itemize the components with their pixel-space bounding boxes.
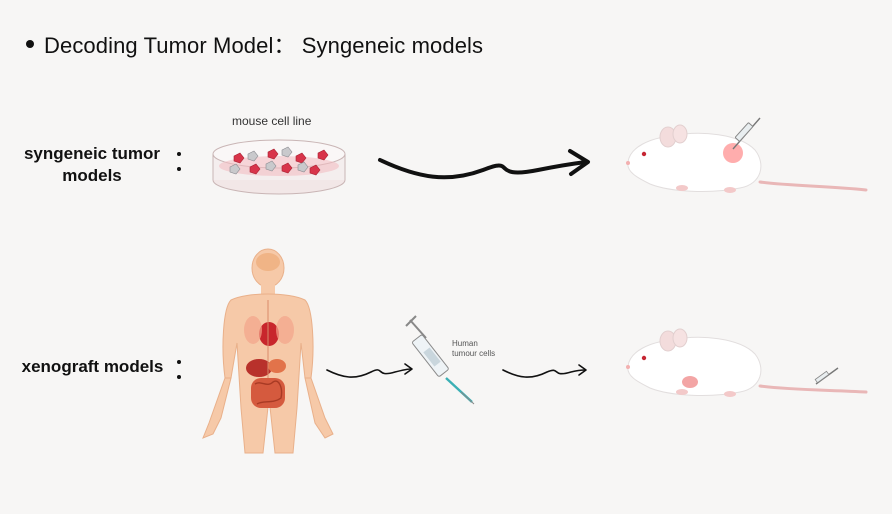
syngeneic-dots bbox=[177, 152, 183, 182]
xenograft-row-label: xenograft models bbox=[21, 357, 164, 376]
human-anatomy-icon bbox=[202, 248, 334, 454]
syngeneic-label-line1: syngeneic tumor bbox=[23, 144, 161, 163]
petri-dish-icon bbox=[212, 139, 346, 195]
mouse-icon-xenograft bbox=[626, 328, 868, 397]
syngeneic-row-label: syngeneic tumor models bbox=[14, 143, 170, 187]
human-tumour-cells-line2: tumour cells bbox=[452, 349, 496, 358]
page-title: Decoding Tumor Model： Syngeneic models bbox=[26, 28, 483, 60]
bullet-icon bbox=[26, 40, 34, 48]
human-tumour-cells-line1: Human bbox=[452, 339, 478, 348]
cell-line-caption: mouse cell line bbox=[232, 114, 312, 128]
syngeneic-label-line2: models bbox=[62, 166, 122, 185]
wavy-arrow-icon-small-1 bbox=[326, 363, 413, 378]
wavy-arrow-icon-small-2 bbox=[502, 364, 587, 378]
page-title-text: Decoding Tumor Model： Syngeneic models bbox=[44, 33, 484, 58]
syringe-icon bbox=[405, 315, 475, 405]
wavy-arrow-icon bbox=[378, 149, 590, 180]
mouse-icon bbox=[626, 117, 868, 193]
xenograft-dots bbox=[177, 360, 183, 390]
human-tumour-cells-caption: Human tumour cells bbox=[452, 339, 495, 359]
